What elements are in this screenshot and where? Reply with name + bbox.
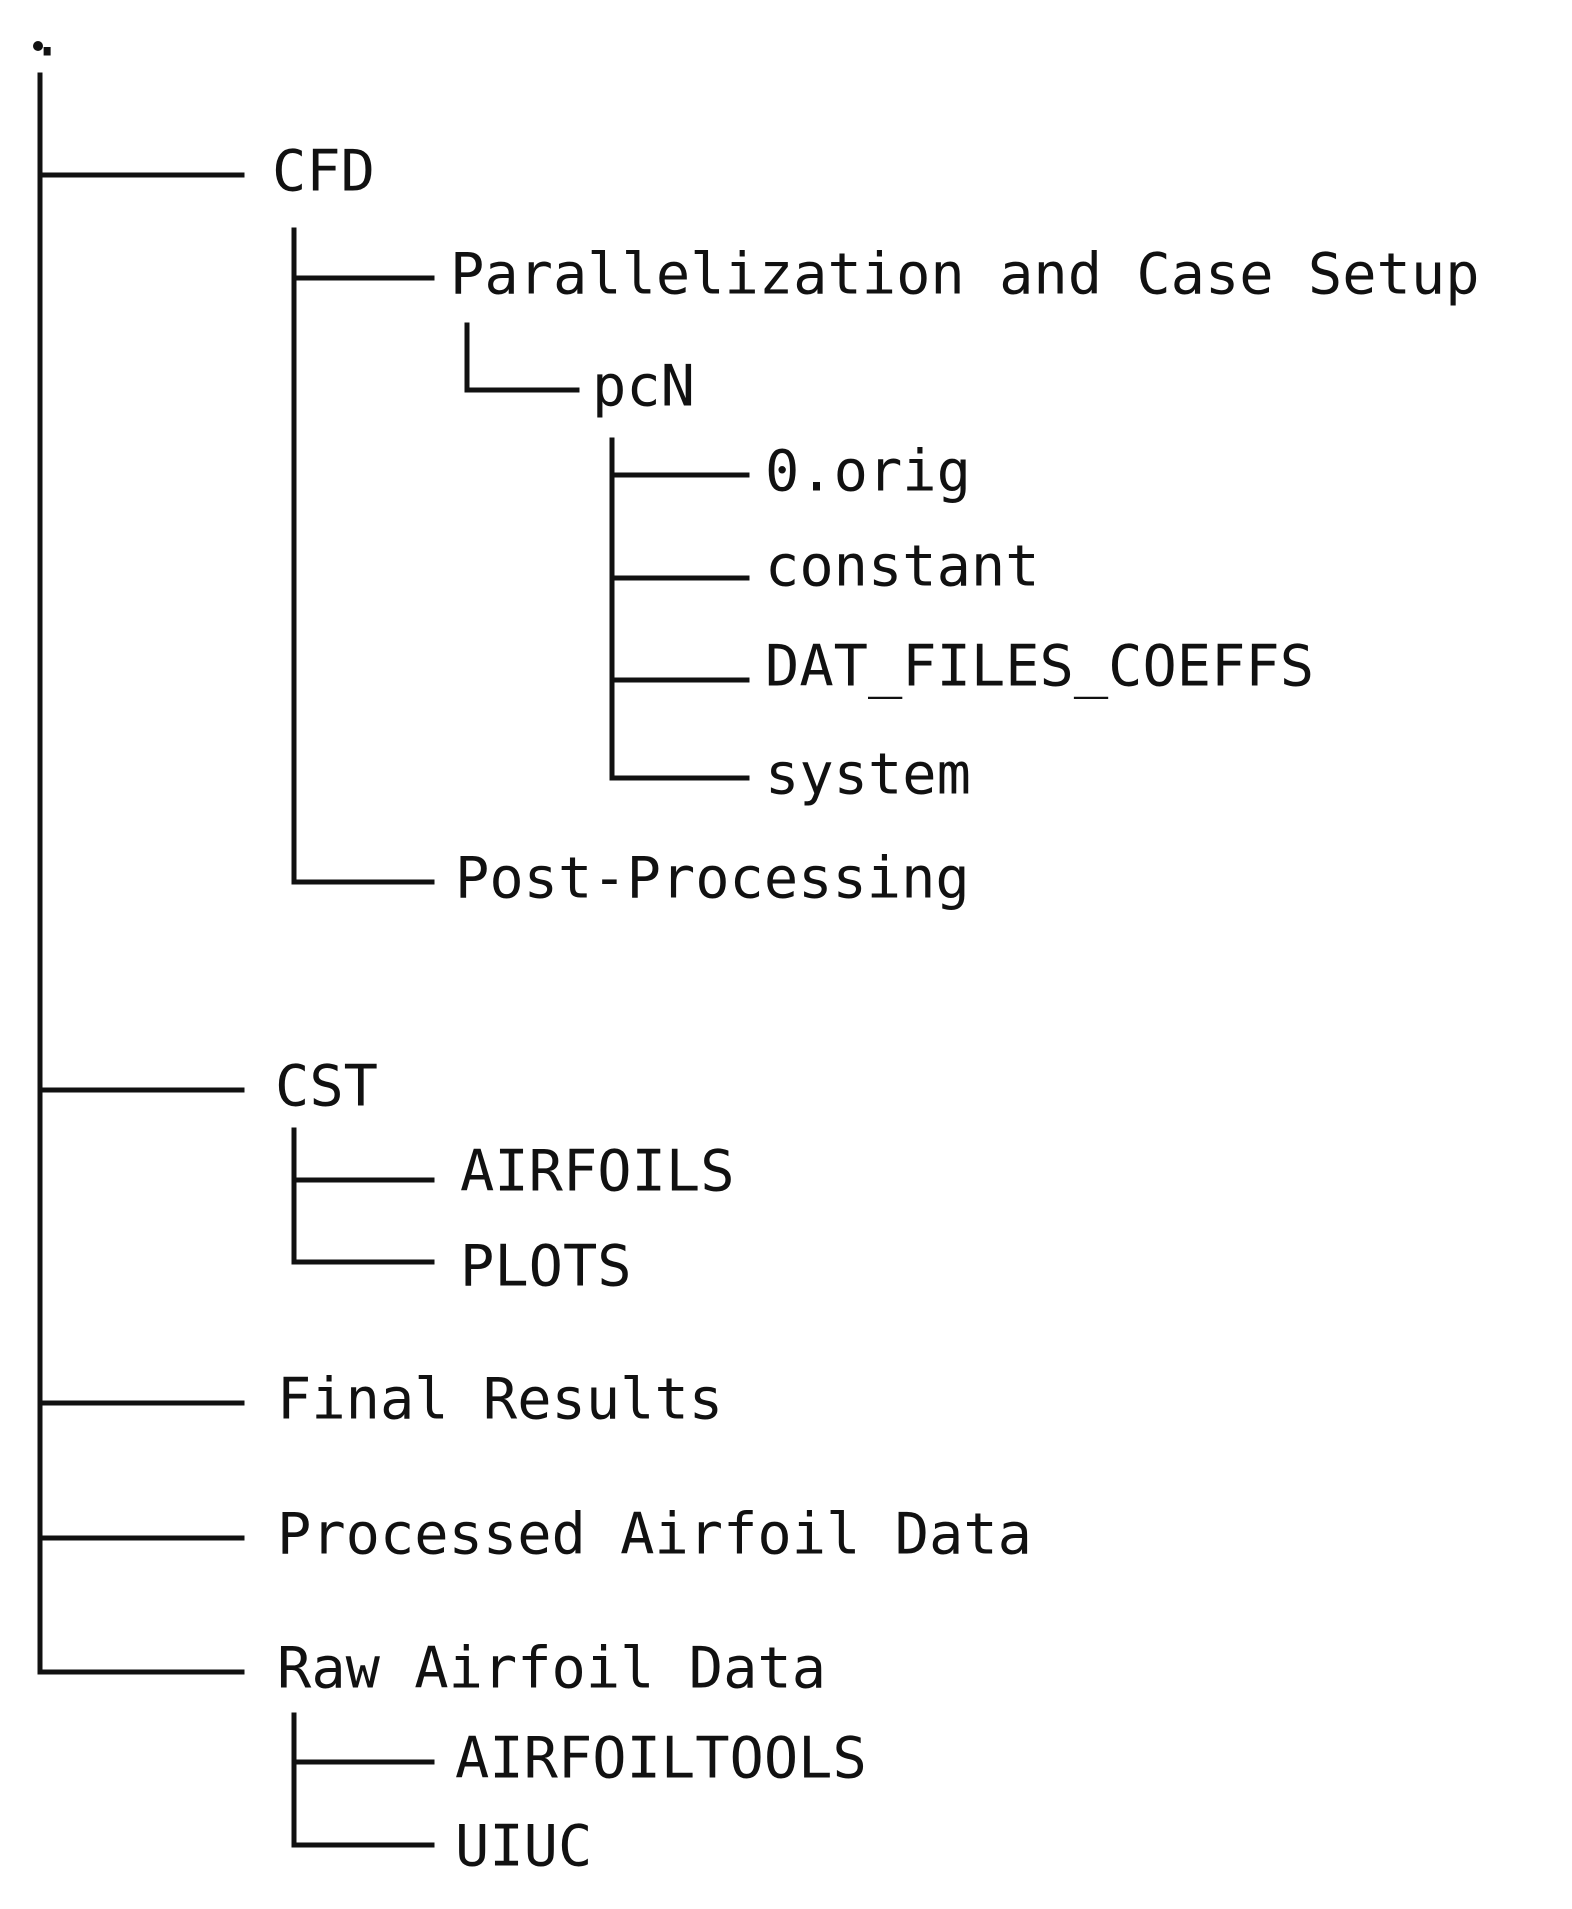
tree-node-dat-files-coeffs[interactable]: DAT_FILES_COEFFS xyxy=(765,633,1315,700)
tree-node-pcn[interactable]: pcN xyxy=(592,353,695,420)
tree-node-0-orig[interactable]: 0.orig xyxy=(765,438,971,505)
tree-node-raw-airfoil-data[interactable]: Raw Airfoil Data xyxy=(277,1635,827,1702)
tree-node-processed-airfoil-data[interactable]: Processed Airfoil Data xyxy=(277,1501,1032,1568)
tree-node-post-processing[interactable]: Post-Processing xyxy=(455,845,970,912)
tree-node-system[interactable]: system xyxy=(765,741,971,808)
tree-node-constant[interactable]: constant xyxy=(765,533,1040,600)
tree-node-final-results[interactable]: Final Results xyxy=(277,1366,724,1433)
tree-node-parallelization[interactable]: Parallelization and Case Setup xyxy=(450,241,1480,308)
tree-node-cfd[interactable]: CFD xyxy=(272,138,375,205)
tree-root-dot xyxy=(33,41,43,51)
tree-node-uiuc[interactable]: UIUC xyxy=(455,1813,593,1880)
tree-root-marker: . xyxy=(30,3,65,70)
tree-node-cst[interactable]: CST xyxy=(275,1053,378,1120)
tree-node-airfoils[interactable]: AIRFOILS xyxy=(460,1138,735,1205)
tree-node-plots[interactable]: PLOTS xyxy=(460,1233,632,1300)
tree-node-airfoiltools[interactable]: AIRFOILTOOLS xyxy=(455,1725,867,1792)
